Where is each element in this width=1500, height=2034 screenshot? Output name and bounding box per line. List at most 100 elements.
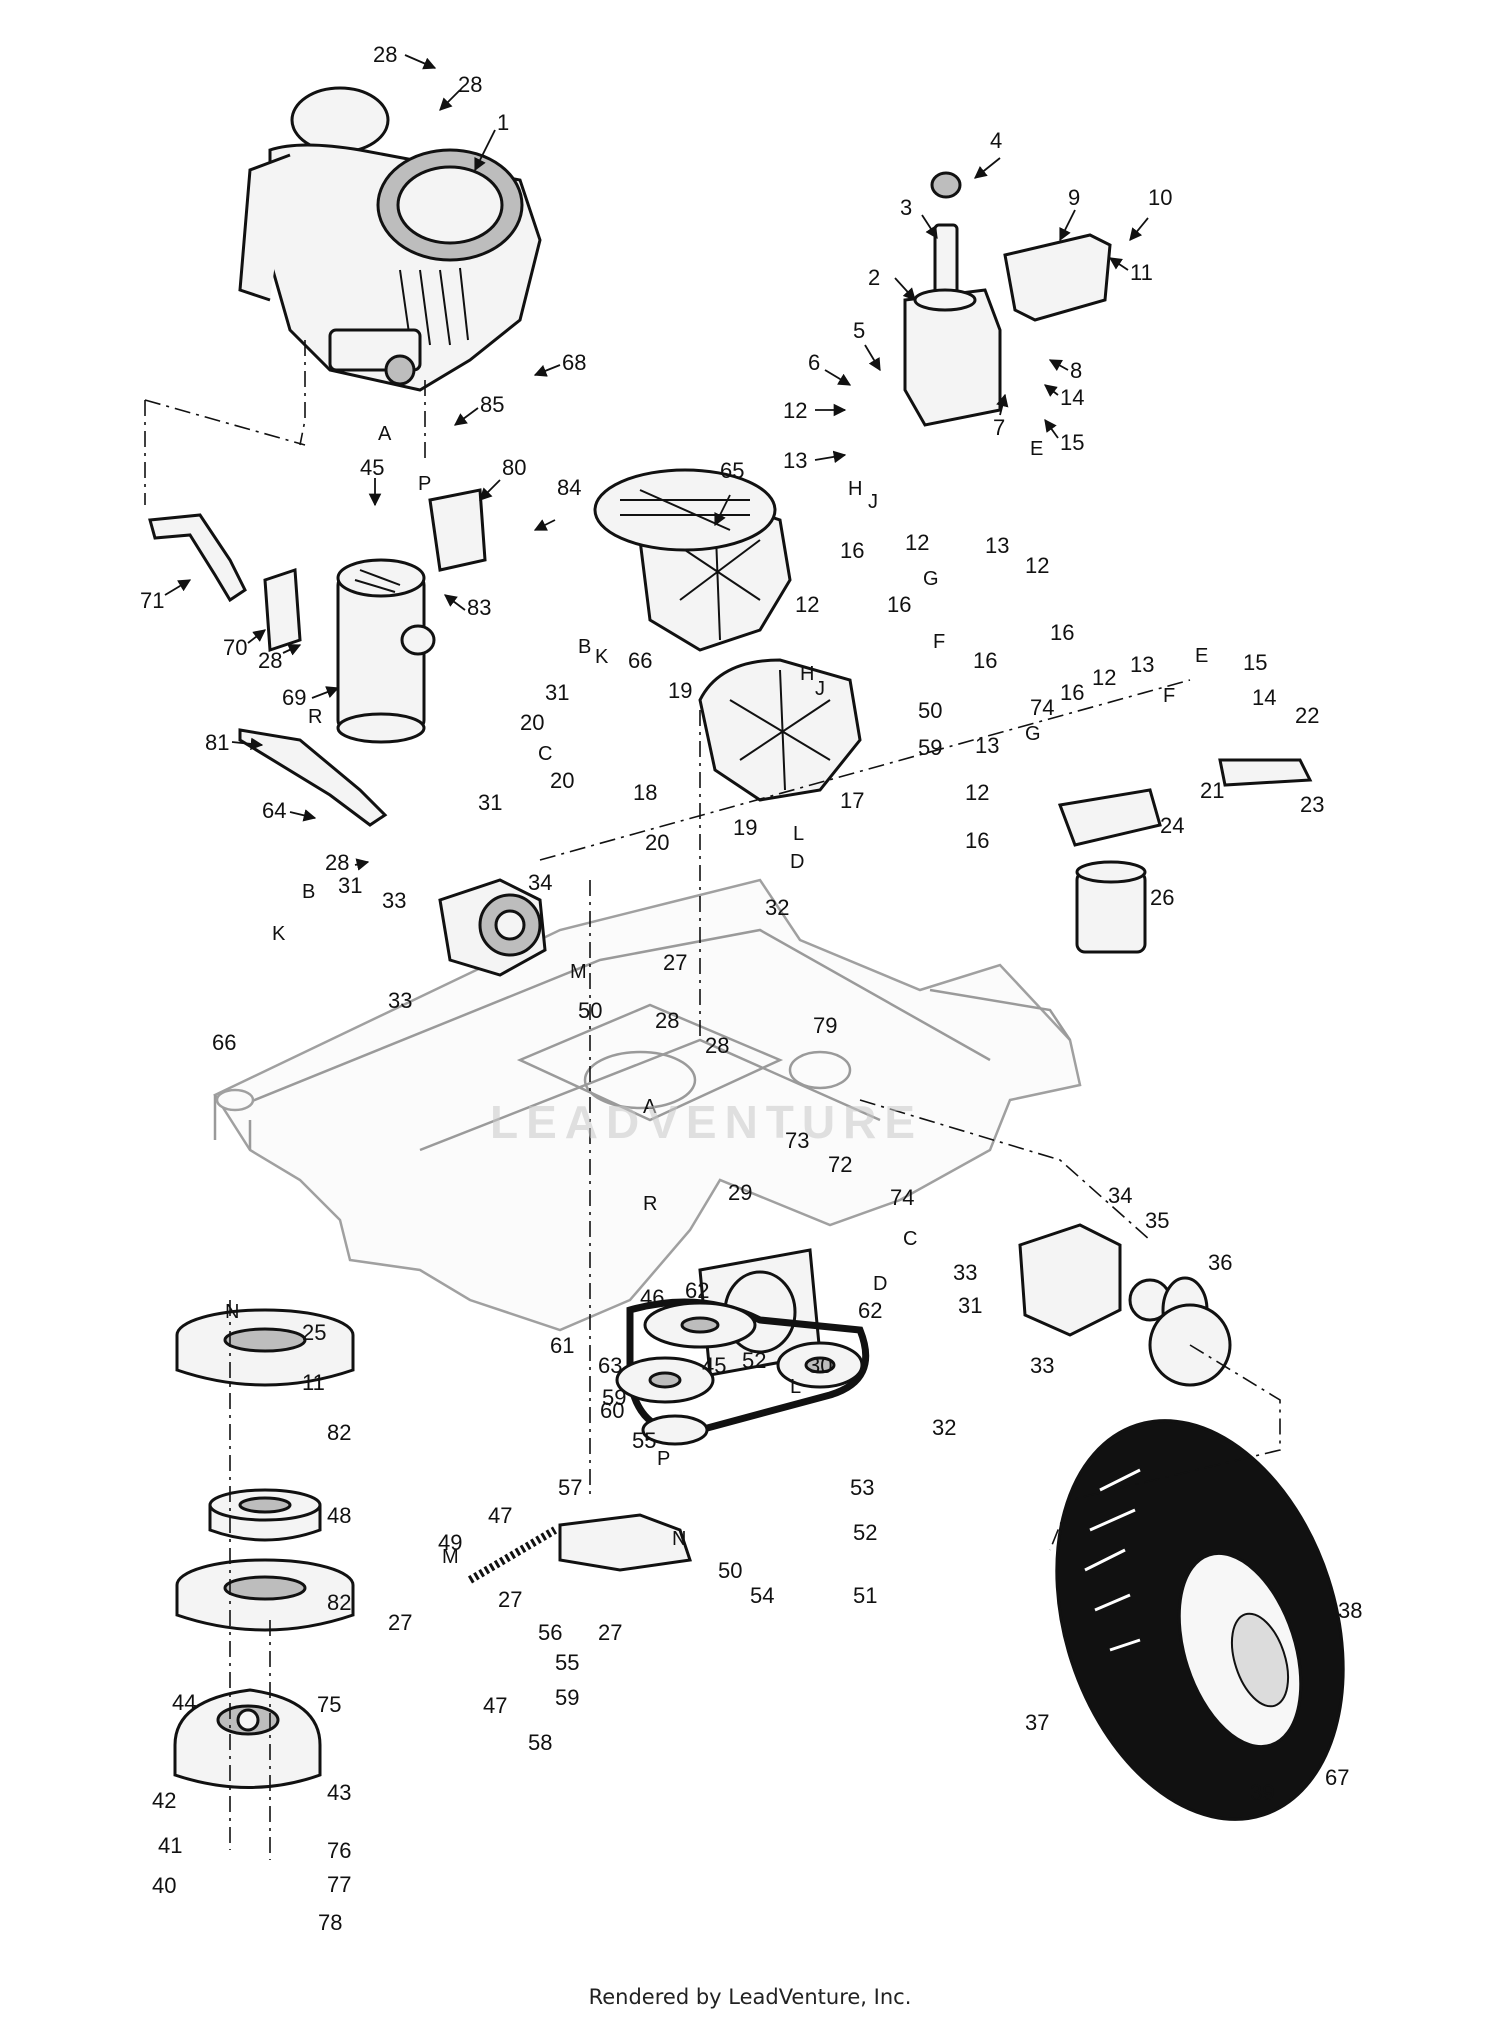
connection-letter: A xyxy=(643,1096,657,1118)
callout: 34 xyxy=(1108,1183,1132,1208)
callout: 16 xyxy=(840,538,864,563)
connection-letter: D xyxy=(790,851,804,873)
callout: 55 xyxy=(555,1650,579,1675)
callout: 67 xyxy=(1325,1765,1349,1790)
callout: 24 xyxy=(1160,813,1184,838)
callout: 28 xyxy=(705,1033,729,1058)
connection-letter: K xyxy=(595,646,609,668)
exhaust-pipe xyxy=(148,513,247,603)
connection-letter: L xyxy=(793,823,804,845)
connection-letter: E xyxy=(1195,645,1208,667)
connection-letter: P xyxy=(418,473,431,495)
callout: 35 xyxy=(1145,1208,1169,1233)
connection-letter: F xyxy=(1163,685,1175,707)
callout: 59 xyxy=(918,735,942,760)
callout: 28 xyxy=(258,648,282,673)
electric-clutch xyxy=(173,1688,322,1789)
callout: 11 xyxy=(302,1370,325,1395)
callout: 14 xyxy=(1060,385,1084,410)
callout: 52 xyxy=(742,1348,766,1373)
callout: 50 xyxy=(578,998,602,1023)
filter-mount-plate xyxy=(1057,788,1162,847)
callout: 52 xyxy=(853,1520,877,1545)
callout: 61 xyxy=(550,1333,574,1358)
engine xyxy=(238,86,542,392)
connection-letter: M xyxy=(570,961,587,983)
connection-letter: R xyxy=(308,706,322,728)
rear-tire xyxy=(1055,1419,1345,1821)
callout: 59 xyxy=(555,1685,579,1710)
callout: 33 xyxy=(388,988,412,1013)
callout: 66 xyxy=(628,648,652,673)
callout: 43 xyxy=(327,1780,351,1805)
callout: 33 xyxy=(382,888,406,913)
callout: 63 xyxy=(598,1353,622,1378)
connection-letter: E xyxy=(1030,438,1043,460)
callout: 28 xyxy=(373,42,397,67)
callout: 78 xyxy=(318,1910,342,1935)
callout: 49 xyxy=(438,1530,462,1555)
pulley-lower xyxy=(175,1558,355,1632)
callout: 1 xyxy=(497,110,509,135)
callout: 62 xyxy=(858,1298,882,1323)
connection-lines xyxy=(144,340,1281,1860)
connection-letter: G xyxy=(1025,723,1041,745)
callout: 60 xyxy=(600,1398,624,1423)
callout: 64 xyxy=(262,798,286,823)
callout: 31 xyxy=(958,1293,982,1318)
callout: 20 xyxy=(550,768,574,793)
idler-bearing xyxy=(208,1488,322,1542)
callout: 75 xyxy=(317,1692,341,1717)
connection-letter: F xyxy=(933,631,945,653)
callout: 12 xyxy=(795,592,819,617)
callout: 47 xyxy=(488,1503,512,1528)
callout: 50 xyxy=(718,1558,742,1583)
callout: 81 xyxy=(205,730,229,755)
callout: 3 xyxy=(900,195,912,220)
callout: 30 xyxy=(808,1353,832,1378)
callout-numbers: 28 28 1 68 85 45 80 84 71 70 28 83 69 81… xyxy=(140,42,1362,1935)
wheel-motor-upper xyxy=(438,878,547,977)
idler-arm xyxy=(558,1513,692,1572)
callout: 8 xyxy=(1070,358,1082,383)
callout: 55 xyxy=(632,1428,656,1453)
connection-letter: C xyxy=(538,743,552,765)
muffler xyxy=(336,558,436,744)
callout: 15 xyxy=(1060,430,1084,455)
exhaust-bracket xyxy=(263,567,302,653)
callout: 4 xyxy=(990,128,1002,153)
callout: 74 xyxy=(890,1185,914,1210)
callout: 34 xyxy=(528,870,552,895)
callout: 11 xyxy=(1130,260,1153,285)
callout: 16 xyxy=(973,648,997,673)
callout: 12 xyxy=(1092,665,1116,690)
callout: 68 xyxy=(562,350,586,375)
callout: 9 xyxy=(1068,185,1080,210)
callout: 38 xyxy=(1338,1598,1362,1623)
callout: 22 xyxy=(1295,703,1319,728)
callout: 13 xyxy=(1130,652,1154,677)
callout: 13 xyxy=(975,733,999,758)
callout: 28 xyxy=(458,72,482,97)
callout: 42 xyxy=(152,1788,176,1813)
connection-letter: B xyxy=(578,636,591,658)
callout: 70 xyxy=(223,635,247,660)
belt-drive xyxy=(615,1298,870,1446)
callout: 28 xyxy=(325,850,349,875)
callout: 44 xyxy=(172,1690,196,1715)
callout: 72 xyxy=(828,1152,852,1177)
muffler-mount-bracket xyxy=(428,488,487,572)
tension-spring xyxy=(467,1526,558,1584)
callout: 12 xyxy=(905,530,929,555)
connection-letter: M xyxy=(442,1546,459,1568)
callout: 73 xyxy=(785,1128,809,1153)
connection-letter: J xyxy=(815,678,825,700)
leadventure-watermark: LEADVENTURE xyxy=(490,1096,924,1148)
callout: 47 xyxy=(483,1693,507,1718)
callout: 45 xyxy=(702,1353,726,1378)
callout: 69 xyxy=(282,685,306,710)
callout: 82 xyxy=(327,1590,351,1615)
connection-letter: J xyxy=(868,491,878,513)
callout: 18 xyxy=(633,780,657,805)
callout: 19 xyxy=(668,678,692,703)
